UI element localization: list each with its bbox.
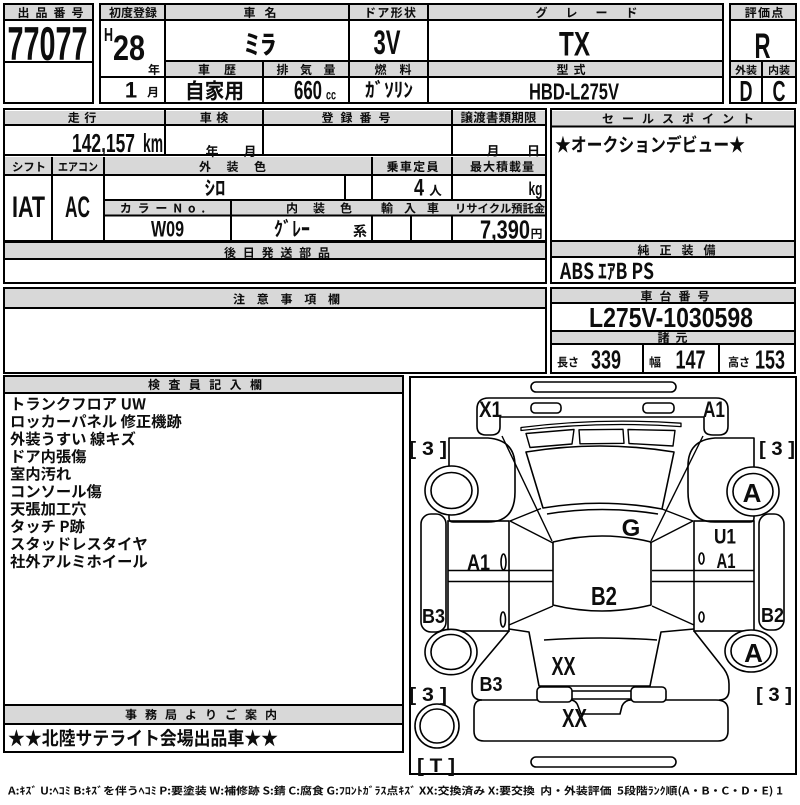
svg-text:A: A xyxy=(743,478,762,508)
svg-text:B2: B2 xyxy=(761,605,784,627)
svg-text:B3: B3 xyxy=(422,606,445,628)
svg-text:A: A xyxy=(744,638,763,668)
svg-text:[ 3 ]: [ 3 ] xyxy=(759,439,795,460)
svg-text:[ T ]: [ T ] xyxy=(417,756,455,777)
svg-text:77077: 77077 xyxy=(8,17,88,70)
svg-text:D: D xyxy=(740,76,753,108)
svg-text:W09: W09 xyxy=(151,217,184,242)
svg-text:[ 3 ]: [ 3 ] xyxy=(756,685,792,706)
svg-text:U1: U1 xyxy=(714,526,736,549)
svg-text:153: 153 xyxy=(755,345,785,375)
svg-text:A1: A1 xyxy=(703,397,725,422)
svg-text:1: 1 xyxy=(125,78,137,103)
svg-text:TX: TX xyxy=(559,26,590,64)
svg-text:660: 660 xyxy=(294,75,322,105)
svg-text:28: 28 xyxy=(113,29,145,68)
svg-text:HBD-L275V: HBD-L275V xyxy=(529,79,619,105)
svg-text:[ 3 ]: [ 3 ] xyxy=(409,685,447,706)
svg-text:XX: XX xyxy=(562,703,587,733)
svg-text:3V: 3V xyxy=(374,24,401,62)
svg-text:B3: B3 xyxy=(480,674,503,696)
svg-text:4: 4 xyxy=(414,175,424,202)
svg-text:R: R xyxy=(755,27,771,66)
svg-text:C: C xyxy=(773,76,786,108)
svg-text:339: 339 xyxy=(591,345,621,375)
svg-text:A1: A1 xyxy=(717,550,736,573)
svg-text:H: H xyxy=(104,25,113,45)
svg-text:A1: A1 xyxy=(467,550,490,575)
svg-text:147: 147 xyxy=(676,345,706,375)
svg-text:IAT: IAT xyxy=(12,191,45,224)
svg-text:X1: X1 xyxy=(479,397,502,422)
svg-text:kg: kg xyxy=(529,179,543,199)
svg-text:km: km xyxy=(143,128,163,158)
svg-text:B2: B2 xyxy=(591,581,617,611)
svg-text:XX: XX xyxy=(552,651,576,681)
svg-text:142,157: 142,157 xyxy=(72,128,135,158)
svg-text:cc: cc xyxy=(326,87,336,103)
svg-text:[ 3 ]: [ 3 ] xyxy=(409,439,447,460)
svg-text:7,390: 7,390 xyxy=(480,215,530,245)
svg-text:AC: AC xyxy=(65,191,90,224)
svg-text:G: G xyxy=(622,515,641,542)
svg-text:L275V-1030598: L275V-1030598 xyxy=(589,302,753,333)
